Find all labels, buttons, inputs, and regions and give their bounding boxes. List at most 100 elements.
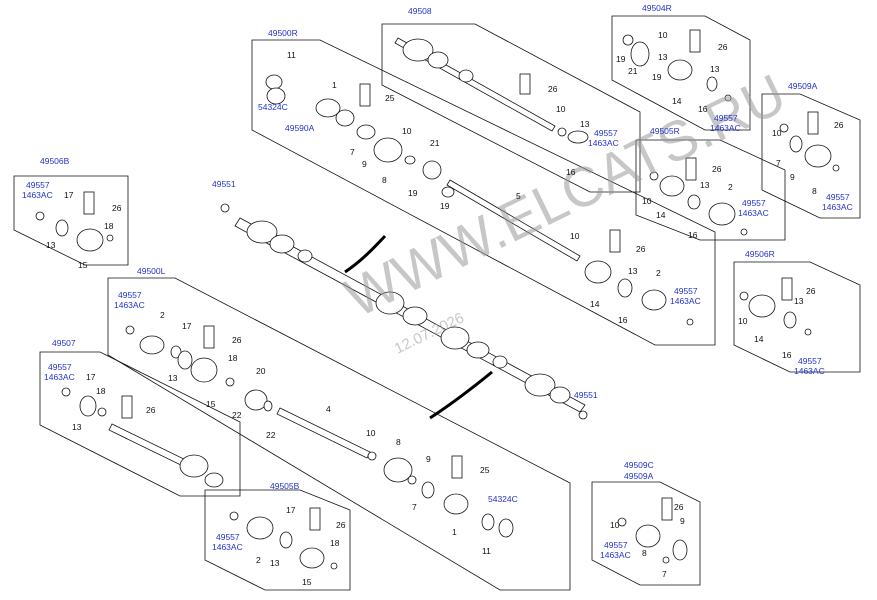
label-54324C-top[interactable]: 54324C bbox=[258, 102, 288, 112]
part-number: 10 bbox=[402, 126, 412, 136]
label-49505B[interactable]: 49505B bbox=[270, 481, 300, 491]
label-49557[interactable]: 49557 bbox=[674, 286, 698, 296]
label-49500L[interactable]: 49500L bbox=[137, 266, 166, 276]
part-number: 25 bbox=[480, 465, 490, 475]
part-number: 14 bbox=[590, 299, 600, 309]
part-number: 2 bbox=[256, 555, 261, 565]
label-49557[interactable]: 49557 bbox=[118, 290, 142, 300]
label-49505R[interactable]: 49505R bbox=[650, 126, 680, 136]
panel-49500R bbox=[251, 39, 716, 346]
panel-49507 bbox=[39, 351, 241, 497]
part-number: 5 bbox=[516, 191, 521, 201]
part-number: 10 bbox=[658, 30, 668, 40]
label-54324C-bottom[interactable]: 54324C bbox=[488, 494, 518, 504]
panel-49505B bbox=[204, 489, 351, 591]
part-number: 16 bbox=[698, 104, 708, 114]
label-1463AC[interactable]: 1463AC bbox=[114, 300, 145, 310]
part-number: 4 bbox=[326, 404, 331, 414]
label-1463AC[interactable]: 1463AC bbox=[710, 123, 741, 133]
label-49508[interactable]: 49508 bbox=[408, 6, 432, 16]
panel-49506B bbox=[13, 175, 129, 266]
part-number: 13 bbox=[270, 558, 280, 568]
label-49551-top[interactable]: 49551 bbox=[212, 179, 236, 189]
callout-arrow-upper bbox=[344, 234, 387, 274]
label-49557[interactable]: 49557 bbox=[714, 113, 738, 123]
label-1463AC[interactable]: 1463AC bbox=[22, 190, 53, 200]
label-1463AC[interactable]: 1463AC bbox=[44, 372, 75, 382]
parts-49504R bbox=[622, 29, 732, 102]
part-number: 26 bbox=[712, 164, 722, 174]
label-49557[interactable]: 49557 bbox=[48, 362, 72, 372]
label-49507[interactable]: 49507 bbox=[52, 338, 76, 348]
label-49557[interactable]: 49557 bbox=[594, 128, 618, 138]
part-number: 13 bbox=[72, 422, 82, 432]
label-49551-bottom[interactable]: 49551 bbox=[574, 390, 598, 400]
label-49509A-bottom[interactable]: 49509A bbox=[624, 471, 654, 481]
parts-49507 bbox=[61, 387, 224, 488]
part-number: 22 bbox=[232, 410, 242, 420]
part-number: 9 bbox=[362, 159, 367, 169]
label-1463AC[interactable]: 1463AC bbox=[738, 208, 769, 218]
part-number: 26 bbox=[636, 244, 646, 254]
label-1463AC[interactable]: 1463AC bbox=[794, 366, 825, 376]
label-49506R[interactable]: 49506R bbox=[745, 249, 775, 259]
part-number: 7 bbox=[662, 569, 667, 579]
label-1463AC[interactable]: 1463AC bbox=[822, 202, 853, 212]
label-1463AC[interactable]: 1463AC bbox=[588, 138, 619, 148]
label-49506B[interactable]: 49506B bbox=[40, 156, 70, 166]
part-number: 19 bbox=[440, 201, 450, 211]
parts-49509C bbox=[617, 497, 688, 564]
label-49500R[interactable]: 49500R bbox=[268, 28, 298, 38]
label-49504R[interactable]: 49504R bbox=[642, 3, 672, 13]
part-number: 10 bbox=[570, 231, 580, 241]
part-number: 17 bbox=[182, 321, 192, 331]
part-number: 14 bbox=[754, 334, 764, 344]
label-49557[interactable]: 49557 bbox=[604, 540, 628, 550]
part-number: 16 bbox=[566, 167, 576, 177]
label-49509A-top[interactable]: 49509A bbox=[788, 81, 818, 91]
label-1463AC[interactable]: 1463AC bbox=[670, 296, 701, 306]
part-number: 18 bbox=[96, 386, 106, 396]
part-number: 26 bbox=[112, 203, 122, 213]
part-number: 26 bbox=[834, 120, 844, 130]
panel-49509C bbox=[591, 481, 701, 586]
panel-49506R bbox=[733, 261, 861, 373]
part-number: 7 bbox=[350, 147, 355, 157]
part-number: 26 bbox=[336, 520, 346, 530]
part-number: 2 bbox=[160, 310, 165, 320]
label-49557[interactable]: 49557 bbox=[798, 356, 822, 366]
part-number: 17 bbox=[64, 190, 74, 200]
part-number: 26 bbox=[548, 84, 558, 94]
parts-49500R bbox=[265, 74, 694, 326]
part-number: 10 bbox=[556, 104, 566, 114]
part-number: 26 bbox=[232, 335, 242, 345]
part-number: 13 bbox=[700, 180, 710, 190]
part-number: 15 bbox=[302, 577, 312, 587]
part-number: 25 bbox=[385, 93, 395, 103]
label-49557[interactable]: 49557 bbox=[216, 532, 240, 542]
part-number: 19 bbox=[616, 54, 626, 64]
part-number: 11 bbox=[287, 50, 296, 60]
part-number: 16 bbox=[688, 230, 698, 240]
part-number: 13 bbox=[580, 119, 590, 129]
part-number: 16 bbox=[782, 350, 792, 360]
part-number: 10 bbox=[642, 196, 652, 206]
parts-49506R bbox=[739, 277, 812, 336]
label-49590A[interactable]: 49590A bbox=[285, 123, 315, 133]
part-number: 14 bbox=[672, 96, 682, 106]
label-49509C[interactable]: 49509C bbox=[624, 460, 654, 470]
label-49557[interactable]: 49557 bbox=[26, 180, 50, 190]
part-number: 17 bbox=[86, 372, 96, 382]
label-49557[interactable]: 49557 bbox=[826, 192, 850, 202]
part-number: 2 bbox=[656, 268, 661, 278]
label-1463AC[interactable]: 1463AC bbox=[212, 542, 243, 552]
part-number: 19 bbox=[652, 72, 662, 82]
parts-49500L bbox=[125, 325, 514, 538]
part-number: 7 bbox=[776, 158, 781, 168]
label-49557[interactable]: 49557 bbox=[742, 198, 766, 208]
label-1463AC[interactable]: 1463AC bbox=[600, 550, 631, 560]
part-number: 26 bbox=[806, 286, 816, 296]
part-number: 18 bbox=[228, 353, 238, 363]
part-number: 8 bbox=[642, 548, 647, 558]
